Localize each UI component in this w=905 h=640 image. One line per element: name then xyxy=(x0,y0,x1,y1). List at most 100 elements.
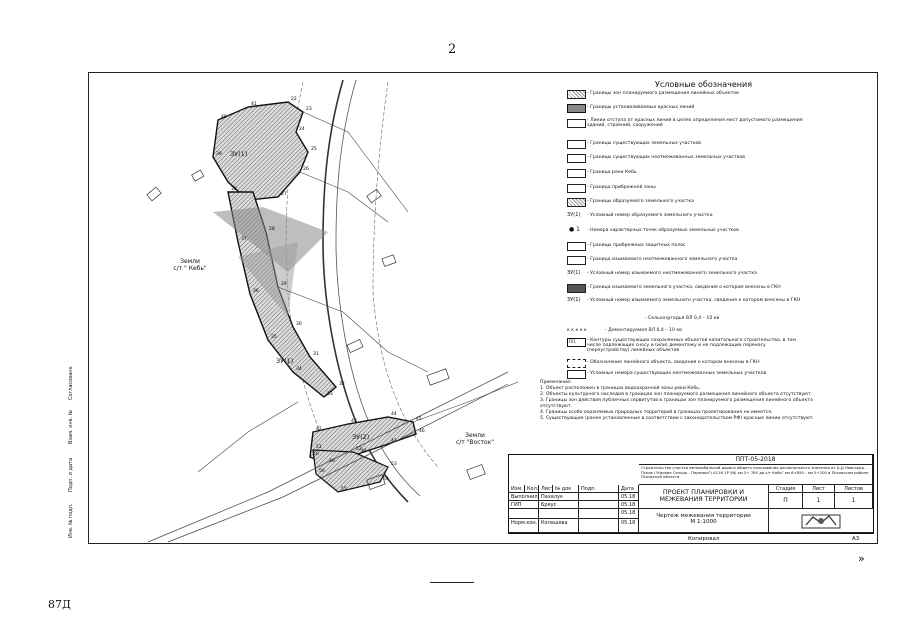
point-number: 26 xyxy=(303,166,309,172)
point-number: 56 xyxy=(319,468,325,474)
point-number: 42 xyxy=(316,426,322,432)
stamp-role: ГИП xyxy=(509,501,539,509)
zu1-top-area xyxy=(212,101,309,201)
stamp-name xyxy=(539,509,579,519)
izym-zone xyxy=(213,207,328,272)
stamp-header: Кол.уч xyxy=(525,485,539,493)
legend-item: - Границы существующих земельных участко… xyxy=(587,141,701,146)
point-number: 54 xyxy=(383,476,389,482)
legend-item: - Граница реки Кебь xyxy=(587,170,637,175)
point-number: 36 xyxy=(253,288,259,294)
point-number: 48 xyxy=(361,448,367,454)
point-number: 43 xyxy=(351,418,357,424)
legend-swatch xyxy=(567,338,586,347)
stamp-drawing-name: Чертеж межевания территории xyxy=(656,513,751,519)
river-keb xyxy=(322,79,409,503)
legend-item: - Обозначение линейного объекта, сведени… xyxy=(587,360,760,365)
legend-item: - Границы устанавливаемых красных линий xyxy=(587,105,695,110)
stamp-role xyxy=(509,509,539,519)
legend-swatch xyxy=(567,370,586,379)
stamp-header: Подп. xyxy=(579,485,619,493)
land-parcel xyxy=(366,474,386,490)
sheet-code: 87Д xyxy=(48,598,71,611)
point-number: 53 xyxy=(391,461,397,467)
point-number: 24 xyxy=(299,126,305,132)
point-number: 25 xyxy=(311,146,317,152)
note-line: 3. Границы зон действия публичных сервит… xyxy=(540,398,813,409)
notes: Примечание: 1. Объект расположен в грани… xyxy=(540,380,840,422)
point-number: 23 xyxy=(306,106,312,112)
parcel-boundary xyxy=(277,286,429,373)
land-parcel xyxy=(366,188,382,204)
format-label: А3 xyxy=(852,536,860,542)
bottom-rule xyxy=(430,582,474,583)
stamp-code: ППТ-05-2018 xyxy=(639,455,873,465)
side-label: Инв. № подл. xyxy=(68,503,74,539)
stamp-header: Дата xyxy=(619,485,639,493)
stamp-header: Изм. xyxy=(509,485,525,493)
road-line xyxy=(147,371,509,543)
side-label: Взам. инв. № xyxy=(68,410,74,444)
stamp-name: Колашева xyxy=(539,519,579,533)
legend-item: - Условный номер изымаемого неотмежеванн… xyxy=(587,271,757,276)
stamp-stage-label: Стадия xyxy=(769,485,803,493)
legend-swatch xyxy=(567,256,586,265)
stamp-name: Пахалук xyxy=(539,493,579,501)
legend-symbol: ЗУ(1) xyxy=(567,270,581,276)
zu2-label: ЗУ(2) xyxy=(352,433,370,441)
stamp-signature xyxy=(579,519,619,533)
legend-swatch xyxy=(567,154,586,163)
land-parcel xyxy=(466,464,486,480)
stamp-sheets: 1 xyxy=(835,493,873,509)
point-number: 49 xyxy=(329,458,335,464)
point-number: 50 xyxy=(313,451,319,457)
land-parcel xyxy=(426,368,450,386)
legend-item: - Контуры существующих сохраняемых объек… xyxy=(587,338,796,353)
drawing-sheet: 2223242526272829303132333435363738394041… xyxy=(88,72,878,544)
point-number: 33 xyxy=(327,391,333,397)
parcel-boundary xyxy=(412,381,519,423)
legend-swatch xyxy=(567,104,586,113)
stamp-sheet: 1 xyxy=(803,493,835,509)
point-number: 41 xyxy=(251,101,257,107)
legend-swatch xyxy=(567,284,586,293)
legend-item: - Номера характерных точек образуемых зе… xyxy=(587,228,739,233)
side-label: Согласовано xyxy=(68,366,74,400)
logo-icon xyxy=(801,514,841,529)
side-labels: Согласовано Взам. инв. № Подп. и дата Ин… xyxy=(66,360,84,542)
land-keb-label: Земли с/т " Кебь" xyxy=(173,258,207,272)
stamp-role: Выполнил xyxy=(509,493,539,501)
stamp-signature xyxy=(579,501,619,509)
stamp-date: 05.18 xyxy=(619,509,639,519)
point-number: 52 xyxy=(356,446,362,452)
point-number: 30 xyxy=(296,321,302,327)
side-label: Подп. и дата xyxy=(68,457,74,492)
stamp-stage: П xyxy=(769,493,803,509)
land-parcel xyxy=(381,254,397,267)
legend-item: - Условный номер образуемого земельного … xyxy=(587,213,713,218)
legend: - Границы зон планируемого размещения ли… xyxy=(565,88,875,508)
land-vostok-label: Земли с/т "Восток" xyxy=(455,432,495,446)
note-line: 2. Объекты культурного наследия в границ… xyxy=(540,392,813,397)
note-line: 5. Существующие (ранее установленные в с… xyxy=(540,416,814,421)
notes-title: Примечание: xyxy=(540,380,572,385)
stamp-role: Норм.кон. xyxy=(509,519,539,533)
legend-item: - Границы прибрежных защитных полос xyxy=(587,243,686,248)
legend-swatch xyxy=(567,119,586,128)
quote-mark: » xyxy=(858,552,865,565)
legend-item: - Граница изымаемого неотмежеванного зем… xyxy=(587,257,738,262)
legend-item: - Сельхозугодья ВЛ 0,4 – 10 кв xyxy=(645,316,720,321)
point-number: 32 xyxy=(339,381,345,387)
stamp-title: ПРОЕКТ ПЛАНИРОВКИ И МЕЖЕВАНИЯ ТЕРРИТОРИИ xyxy=(639,485,769,509)
point-number: 37 xyxy=(241,236,247,242)
legend-item: - Границы существующих неотмежеванных зе… xyxy=(587,155,745,160)
point-number: 45 xyxy=(416,416,422,422)
parcel-boundary xyxy=(197,401,299,473)
point-number: 35 xyxy=(271,334,277,340)
stamp-sheet-label: Лист xyxy=(803,485,835,493)
title-block: ППТ-05-2018 Строительство участка автомо… xyxy=(508,454,874,534)
copied-label: Копировал xyxy=(688,536,720,542)
parcel-boundary xyxy=(302,111,409,213)
note-line: 4. Границы особо охраняемых природных те… xyxy=(540,410,773,415)
stamp-date: 05.18 xyxy=(619,519,639,533)
